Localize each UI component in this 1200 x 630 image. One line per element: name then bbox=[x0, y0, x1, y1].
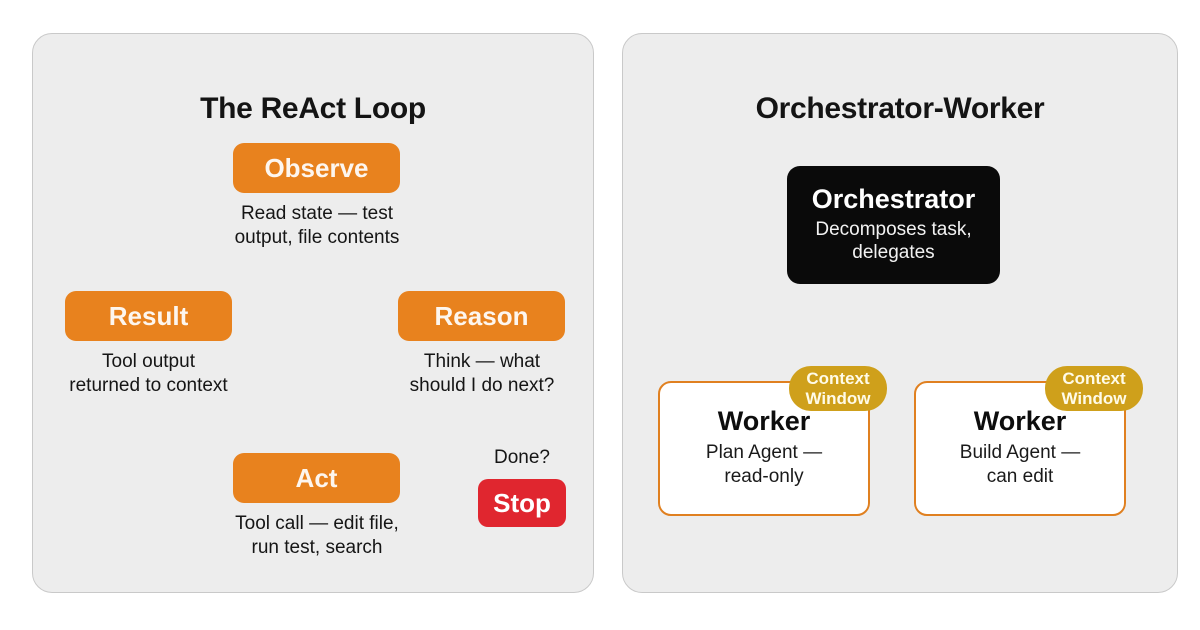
caption-observe-line1: Read state — test bbox=[240, 203, 394, 224]
node-worker-build-caption-line2: can edit bbox=[986, 466, 1054, 488]
node-worker-build-label: Worker bbox=[973, 406, 1067, 437]
node-stop[interactable]: Stop bbox=[478, 479, 566, 527]
node-worker-plan-caption-line1: Plan Agent — bbox=[705, 442, 823, 464]
badge-context-window-plan-line1: Context bbox=[806, 369, 870, 389]
caption-act-line1: Tool call — edit file, bbox=[235, 513, 399, 534]
caption-result: Tool output returned to context bbox=[34, 350, 263, 398]
badge-context-window-plan: Context Window bbox=[789, 366, 887, 411]
panel-title-orchestrator-worker: Orchestrator-Worker bbox=[755, 91, 1045, 125]
node-act[interactable]: Act bbox=[233, 453, 400, 503]
node-act-label: Act bbox=[295, 462, 338, 493]
node-orchestrator-label: Orchestrator bbox=[811, 183, 976, 214]
caption-result-line1: Tool output bbox=[102, 351, 195, 372]
caption-act-line2: run test, search bbox=[251, 536, 383, 558]
caption-observe-line2: output, file contents bbox=[234, 226, 400, 248]
node-orchestrator[interactable]: Orchestrator Decomposes task, delegates bbox=[787, 166, 1000, 284]
node-worker-build-caption-line1: Build Agent — bbox=[959, 442, 1081, 464]
caption-act: Tool call — edit file, run test, search bbox=[202, 512, 432, 560]
caption-reason-line1: Think — what bbox=[423, 351, 541, 372]
panel-title-react-loop: The ReAct Loop bbox=[200, 91, 426, 125]
node-worker-plan[interactable]: Worker Plan Agent — read-only bbox=[658, 381, 870, 516]
caption-reason: Think — what should I do next? bbox=[368, 350, 596, 398]
caption-result-line2: returned to context bbox=[69, 374, 228, 396]
node-worker-plan-label: Worker bbox=[717, 406, 811, 437]
badge-context-window-build: Context Window bbox=[1045, 366, 1143, 411]
node-result-label: Result bbox=[108, 300, 189, 331]
node-reason[interactable]: Reason bbox=[398, 291, 565, 341]
node-orchestrator-caption-line1: Decomposes task, bbox=[815, 218, 972, 240]
caption-reason-line2: should I do next? bbox=[409, 374, 555, 396]
node-observe-label: Observe bbox=[264, 152, 369, 183]
node-worker-plan-caption: Plan Agent — read-only bbox=[706, 441, 822, 490]
label-done: Done? bbox=[494, 447, 550, 468]
node-observe[interactable]: Observe bbox=[233, 143, 400, 193]
caption-observe: Read state — test output, file contents bbox=[203, 202, 431, 250]
badge-context-window-build-line2: Window bbox=[1061, 388, 1127, 408]
node-orchestrator-caption-line2: delegates bbox=[852, 242, 935, 264]
node-result[interactable]: Result bbox=[65, 291, 232, 341]
badge-context-window-build-line1: Context bbox=[1062, 369, 1126, 389]
badge-context-window-plan-line2: Window bbox=[805, 388, 871, 408]
node-worker-build-caption: Build Agent — can edit bbox=[960, 441, 1080, 490]
node-orchestrator-caption: Decomposes task, delegates bbox=[815, 218, 971, 266]
node-reason-label: Reason bbox=[434, 300, 529, 331]
node-worker-plan-caption-line2: read-only bbox=[724, 466, 804, 488]
node-stop-label: Stop bbox=[493, 487, 551, 518]
